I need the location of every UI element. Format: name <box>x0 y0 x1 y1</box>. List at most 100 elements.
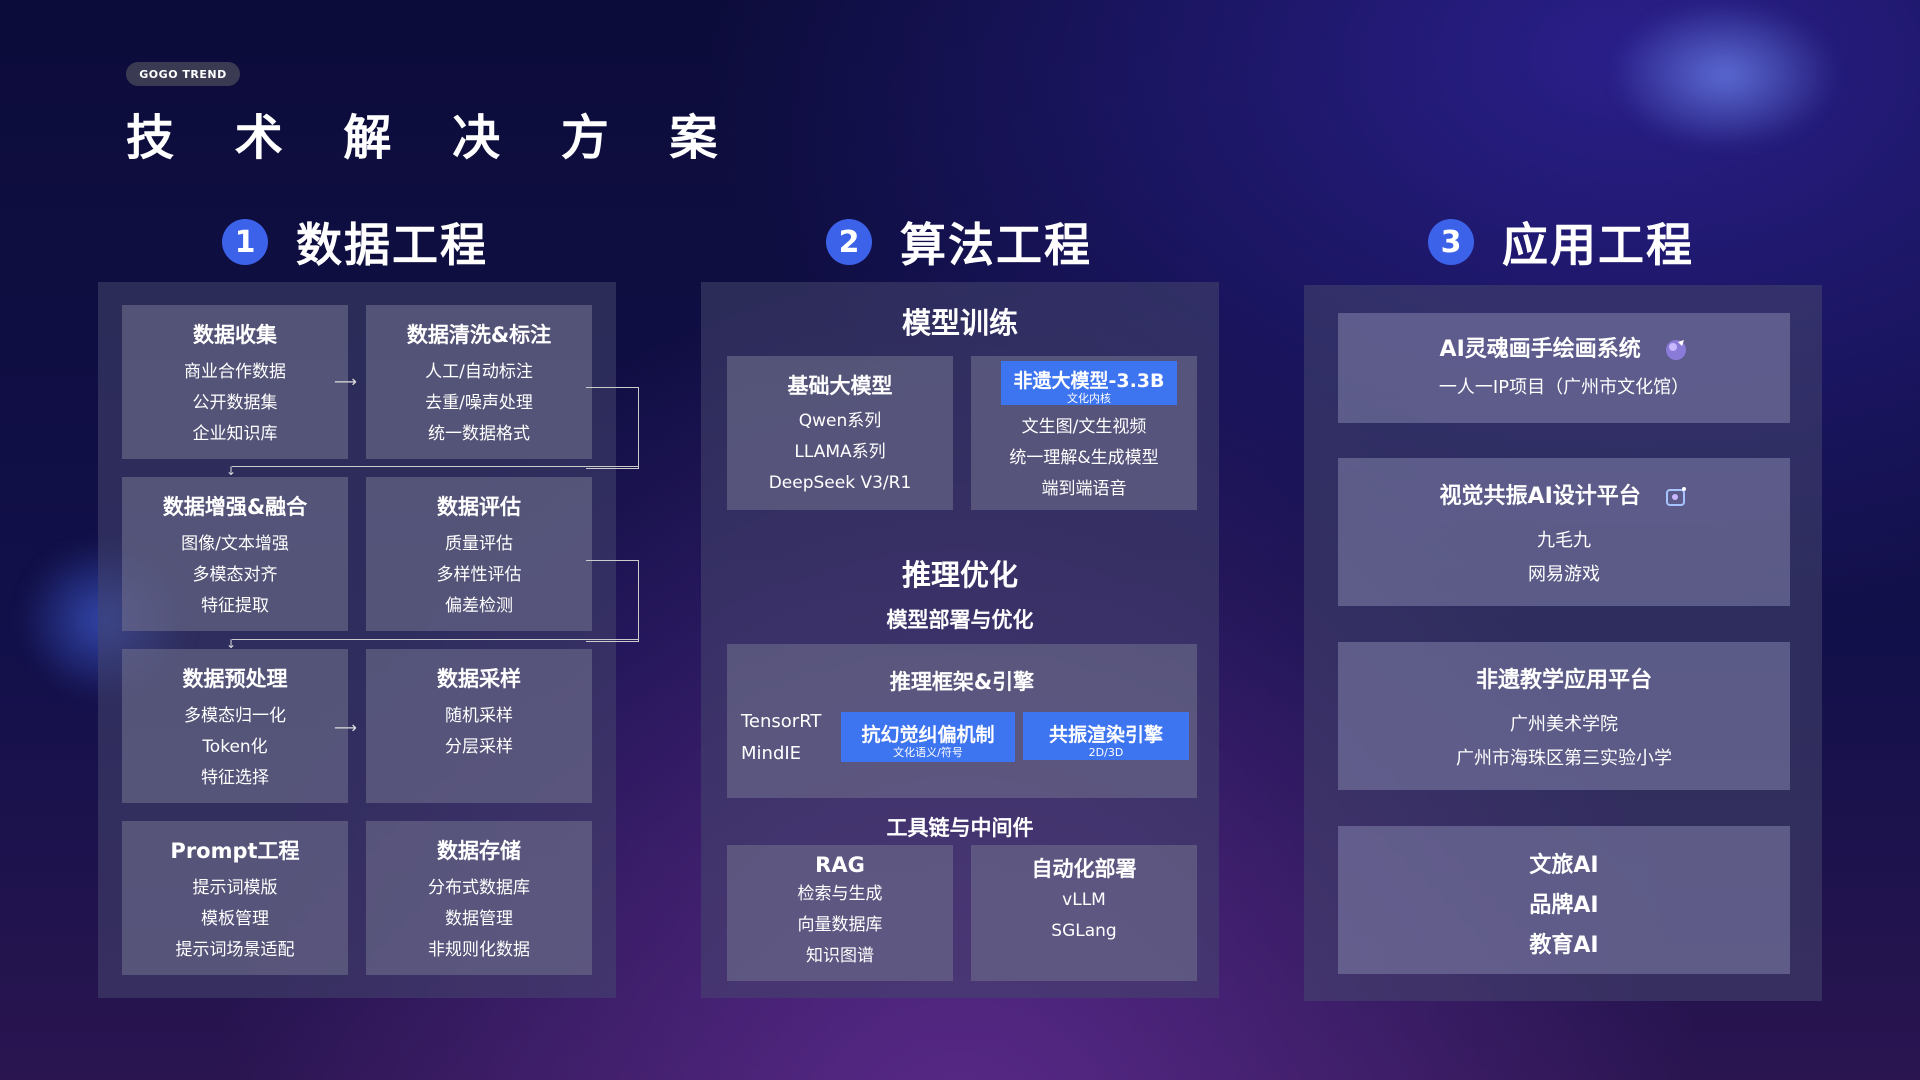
box-visual-resonance: 视觉共振AI设计平台 九毛九 网易游戏 <box>1338 458 1790 606</box>
box-line: 统一数据格式 <box>428 424 530 444</box>
section-header-app: 3 应用工程 <box>1428 212 1694 272</box>
box-title: 数据评估 <box>437 495 521 519</box>
box-line: Token化 <box>202 737 268 757</box>
box-prompt-engineering: Prompt工程 提示词模版 模板管理 提示词场景适配 <box>122 821 348 975</box>
anti-hallucination-chip: 抗幻觉纠偏机制 文化语义/符号 <box>841 712 1015 762</box>
section-number: 2 <box>826 219 872 265</box>
box-line: 特征选择 <box>201 768 269 788</box>
box-line: 检索与生成 <box>797 884 883 904</box>
flow-connector <box>586 560 639 642</box>
inference-title: 推理优化 <box>901 558 1018 592</box>
box-inference-framework: 推理框架&引擎 TensorRT MindIE 抗幻觉纠偏机制 文化语义/符号 … <box>727 644 1197 798</box>
box-line: 品牌AI <box>1529 893 1599 918</box>
resonance-render-chip: 共振渲染引擎 2D/3D <box>1023 712 1189 760</box>
box-line: 质量评估 <box>445 534 513 554</box>
section-title: 算法工程 <box>900 218 1092 272</box>
box-line: 多模态对齐 <box>192 565 278 585</box>
flow-arrow-down-icon: ↓ <box>226 637 237 651</box>
box-title: 自动化部署 <box>1031 857 1137 881</box>
flow-connector <box>232 466 638 467</box>
box-data-augment: 数据增强&融合 图像/文本增强 多模态对齐 特征提取 <box>122 477 348 631</box>
section-header-algo: 2 算法工程 <box>826 212 1092 272</box>
box-ai-painter: AI灵魂画手绘画系统 一人一IP项目（广州市文化馆） <box>1338 313 1790 423</box>
box-line: 知识图谱 <box>806 946 874 966</box>
flow-arrow-right-icon: ⟶ <box>334 372 357 391</box>
box-line: 数据管理 <box>445 909 513 929</box>
box-line: 特征提取 <box>201 596 269 616</box>
box-line: 网易游戏 <box>1528 564 1600 585</box>
training-title: 模型训练 <box>901 306 1018 340</box>
box-line: SGLang <box>1051 921 1117 941</box>
chip-sub: 文化内核 <box>1067 392 1111 405</box>
framework-line: MindIE <box>741 743 802 764</box>
box-line: DeepSeek V3/R1 <box>768 473 912 493</box>
heritage-model-chip: 非遗大模型-3.3B 文化内核 <box>1001 361 1177 405</box>
section-title: 数据工程 <box>296 218 488 272</box>
box-ai-domains: 文旅AI 品牌AI 教育AI <box>1338 826 1790 974</box>
box-line: 偏差检测 <box>445 596 513 616</box>
box-line: 提示词场景适配 <box>175 940 295 960</box>
box-line: 九毛九 <box>1537 530 1591 551</box>
box-title: 数据收集 <box>193 323 277 347</box>
section-number: 1 <box>222 219 268 265</box>
box-title: RAG <box>815 853 865 877</box>
box-line: 去重/噪声处理 <box>425 393 533 413</box>
section-header-data: 1 数据工程 <box>222 212 488 272</box>
flow-arrow-right-icon: ⟶ <box>334 718 357 737</box>
section-number: 3 <box>1428 219 1474 265</box>
box-line: 多模态归一化 <box>184 706 286 726</box>
flow-connector <box>586 387 639 469</box>
chip-main: 共振渲染引擎 <box>1048 724 1163 746</box>
box-title: 非遗教学应用平台 <box>1475 668 1652 693</box>
page-title: 技 术 解 决 方 案 <box>126 110 740 166</box>
box-title: AI灵魂画手绘画系统 <box>1439 337 1641 362</box>
chip-sub: 文化语义/符号 <box>893 746 963 759</box>
box-title: 视觉共振AI设计平台 <box>1439 484 1641 509</box>
box-line: LLAMA系列 <box>794 442 886 462</box>
box-data-evaluation: 数据评估 质量评估 多样性评估 偏差检测 <box>366 477 592 631</box>
box-data-storage: 数据存储 分布式数据库 数据管理 非规则化数据 <box>366 821 592 975</box>
box-line: 分层采样 <box>445 737 513 757</box>
box-data-cleaning: 数据清洗&标注 人工/自动标注 去重/噪声处理 统一数据格式 <box>366 305 592 459</box>
box-line: 教育AI <box>1529 933 1599 958</box>
box-title: 数据清洗&标注 <box>406 323 552 347</box>
box-auto-deploy: 自动化部署 vLLM SGLang <box>971 845 1197 981</box>
box-line: 一人一IP项目（广州市文化馆） <box>1438 377 1690 398</box>
box-line: 多样性评估 <box>436 565 522 585</box>
box-data-sampling: 数据采样 随机采样 分层采样 <box>366 649 592 803</box>
box-line: 统一理解&生成模型 <box>1009 448 1159 468</box>
box-data-collection: 数据收集 商业合作数据 公开数据集 企业知识库 <box>122 305 348 459</box>
chip-main: 非遗大模型-3.3B <box>1013 370 1165 392</box>
box-line: 商业合作数据 <box>184 362 286 382</box>
chip-sub: 2D/3D <box>1088 746 1124 759</box>
design-icon <box>1664 485 1688 509</box>
box-heritage-teaching: 非遗教学应用平台 广州美术学院 广州市海珠区第三实验小学 <box>1338 642 1790 790</box>
toolchain-title: 工具链与中间件 <box>886 816 1034 840</box>
box-line: 广州市海珠区第三实验小学 <box>1456 748 1672 769</box>
box-base-model: 基础大模型 Qwen系列 LLAMA系列 DeepSeek V3/R1 <box>727 356 953 510</box>
box-title: 基础大模型 <box>787 374 893 398</box>
paint-orb-icon <box>1664 338 1688 362</box>
box-title: 数据增强&融合 <box>162 495 308 519</box>
brand-tag: GOGO TREND <box>126 62 240 86</box>
box-line: 提示词模版 <box>192 878 278 898</box>
box-line: 企业知识库 <box>192 424 278 444</box>
box-title: 数据预处理 <box>182 667 288 691</box>
decor-glow-top-right <box>1610 0 1840 150</box>
framework-line: TensorRT <box>741 711 822 732</box>
box-line: vLLM <box>1062 890 1106 910</box>
chip-main: 抗幻觉纠偏机制 <box>861 724 995 746</box>
box-line: 图像/文本增强 <box>181 534 289 554</box>
box-line: 非规则化数据 <box>428 940 530 960</box>
box-title: 数据存储 <box>437 839 521 863</box>
box-line: 公开数据集 <box>192 393 278 413</box>
box-line: 广州美术学院 <box>1510 714 1618 735</box>
inference-subtitle: 模型部署与优化 <box>886 608 1034 632</box>
section-title: 应用工程 <box>1502 218 1694 272</box>
box-heritage-model: 非遗大模型-3.3B 文化内核 文生图/文生视频 统一理解&生成模型 端到端语音 <box>971 356 1197 510</box>
box-line: Qwen系列 <box>798 411 882 431</box>
box-title: Prompt工程 <box>170 839 300 863</box>
box-line: 文旅AI <box>1529 853 1599 878</box>
box-title: 数据采样 <box>437 667 521 691</box>
flow-arrow-down-icon: ↓ <box>226 464 237 478</box>
